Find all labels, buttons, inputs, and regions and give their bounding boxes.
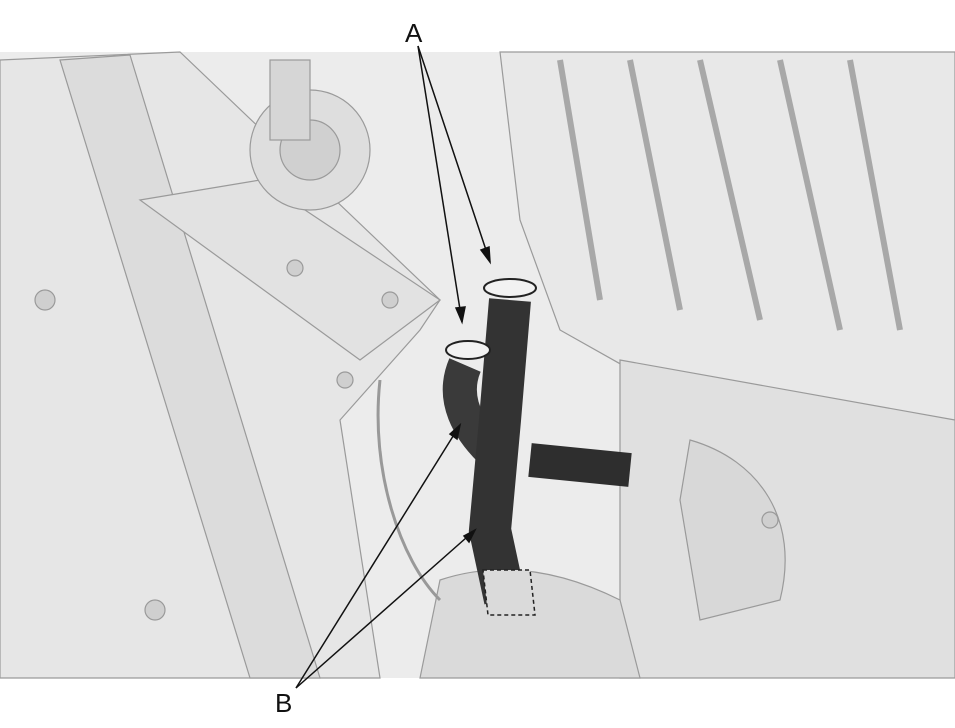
callout-label-b: B: [275, 688, 293, 718]
leader-lines: [295, 45, 491, 689]
hose-clamps: [445, 278, 537, 360]
hoses: [442, 298, 632, 616]
background-components: [0, 51, 955, 679]
callout-label-a: A: [405, 18, 423, 48]
